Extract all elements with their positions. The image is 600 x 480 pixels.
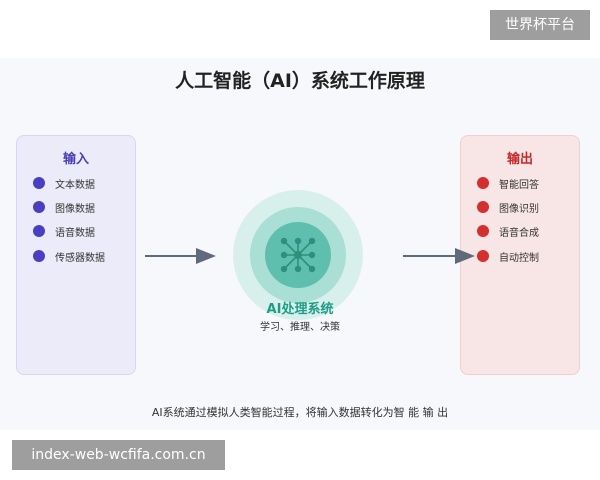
output-panel-title: 输出 [506,152,533,167]
input-item-label: 语音数据 [55,227,95,239]
input-panel-title: 输入 [62,152,89,167]
output-item: 图像识别 [477,200,539,215]
processing-title: AI处理系统 [266,302,334,317]
bullet-dot-icon [477,177,489,189]
network-icon [280,237,316,273]
input-item: 图像数据 [33,200,95,215]
bullet-dot-icon [477,201,489,213]
processing-subtitle: 学习、推理、决策 [260,322,340,333]
input-item-label: 图像数据 [55,203,95,215]
bullet-dot-icon [33,225,45,237]
bullet-dot-icon [33,177,45,189]
output-item-label: 图像识别 [499,203,539,215]
input-item: 语音数据 [33,224,95,239]
watermark-bottom: index-web-wcfifa.com.cn [12,440,225,470]
watermark-top: 世界杯平台 [490,10,590,40]
output-item: 自动控制 [477,249,539,264]
output-item-label: 智能回答 [499,179,539,191]
bullet-dot-icon [33,201,45,213]
input-item: 传感器数据 [33,249,105,264]
input-item-label: 传感器数据 [55,252,105,264]
input-panel: 输入 文本数据 图像数据 语音数据 传感器数据 [16,135,136,375]
input-item-label: 文本数据 [55,179,95,191]
output-panel: 输出 智能回答 图像识别 语音合成 自动控制 [460,135,580,375]
diagram-title: 人工智能（AI）系统工作原理 [175,70,425,92]
output-item: 智能回答 [477,176,539,191]
input-item: 文本数据 [33,176,95,191]
output-item: 语音合成 [477,224,539,239]
output-item-label: 自动控制 [499,252,539,264]
bullet-dot-icon [477,225,489,237]
bullet-dot-icon [33,250,45,262]
diagram-caption: AI系统通过模拟人类智能过程，将输入数据转化为智 能 输 出 [151,406,449,419]
output-item-label: 语音合成 [499,227,539,239]
bullet-dot-icon [477,250,489,262]
